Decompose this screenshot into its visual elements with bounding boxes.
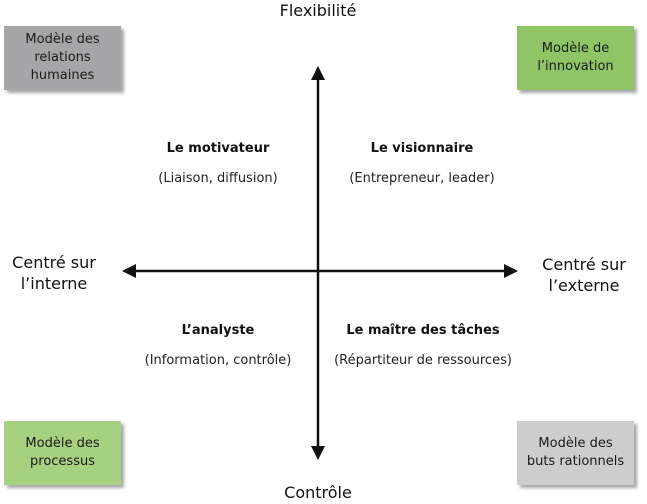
axis-label-top: Flexibilité <box>279 1 357 20</box>
corner-box-label: Modèle des processus <box>25 436 100 469</box>
axis-label-left: Centré sur l’interne <box>12 253 96 293</box>
corner-box-processus: Modèle des processus <box>4 421 121 485</box>
role-title: Le motivateur <box>166 141 270 156</box>
arrow-down-icon <box>311 446 325 460</box>
corner-box-buts-rationnels: Modèle des buts rationnels <box>517 421 634 485</box>
role-title: Le maître des tâches <box>346 323 500 338</box>
quadrant-top-left: Le motivateur (Liaison, diffusion) <box>128 140 308 188</box>
quadrant-bottom-right: Le maître des tâches (Répartiteur de res… <box>318 322 528 370</box>
quadrant-bottom-left: L’analyste (Information, contrôle) <box>118 322 318 370</box>
arrow-up-icon <box>311 66 325 80</box>
role-title: Le visionnaire <box>370 141 474 156</box>
corner-box-label: Modèle de l’innovation <box>537 41 614 74</box>
role-subtitle: (Information, contrôle) <box>144 353 292 368</box>
axis-label-right: Centré sur l’externe <box>542 255 626 295</box>
corner-box-label: Modèle des buts rationnels <box>526 436 625 469</box>
axis-label-bottom: Contrôle <box>284 483 352 502</box>
role-title: L’analyste <box>181 323 255 338</box>
arrow-left-icon <box>122 264 136 278</box>
role-subtitle: (Liaison, diffusion) <box>158 171 278 186</box>
corner-box-relations-humaines: Modèle des relations humaines <box>4 26 121 90</box>
role-subtitle: (Entrepreneur, leader) <box>349 171 495 186</box>
arrow-right-icon <box>504 264 518 278</box>
quadrant-top-right: Le visionnaire (Entrepreneur, leader) <box>322 140 522 188</box>
corner-box-label: Modèle des relations humaines <box>25 32 100 83</box>
corner-box-innovation: Modèle de l’innovation <box>517 26 634 90</box>
role-subtitle: (Répartiteur de ressources) <box>334 353 512 368</box>
